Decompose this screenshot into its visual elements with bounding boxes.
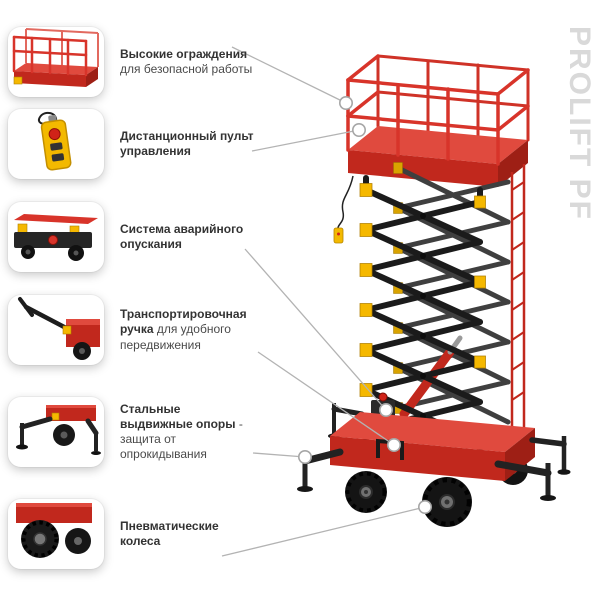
- feature-title: Транспортировочная ручка: [120, 307, 247, 337]
- feature-item-emergency-lowering: Система аварийного опускания: [8, 202, 270, 272]
- platform-deck: [348, 126, 528, 187]
- feature-desc: - защита от опрокидывания: [120, 416, 243, 462]
- rear-right-outrigger: [529, 436, 571, 475]
- right-wheel: [422, 477, 472, 527]
- feature-item-remote-control: Дистанционный пульт управления: [8, 109, 270, 179]
- scissor-center-pivots: [420, 213, 426, 419]
- platform-front-railings: [346, 54, 530, 166]
- feature-item-outriggers: Стальные выдвижные опоры - защита от опр…: [8, 397, 270, 467]
- remote-control-thumb: [8, 109, 104, 179]
- railings-thumb: [8, 27, 104, 97]
- feature-title: Стальные выдвижные опоры: [120, 401, 236, 431]
- feature-desc: для удобного передвижения: [120, 322, 231, 352]
- brand-watermark: PROLIFT PF: [563, 26, 596, 221]
- emergency-lowering-thumb: [8, 202, 104, 272]
- left-wheel: [345, 471, 387, 513]
- feature-title: Пневматические колеса: [120, 518, 219, 548]
- feature-item-transport-handle: Транспортировочная ручка для удобного пе…: [8, 295, 270, 365]
- ladder: [510, 164, 526, 436]
- outriggers-thumb: [8, 397, 104, 467]
- feature-item-wheels: Пневматические колеса: [8, 499, 270, 569]
- feature-title: Система аварийного опускания: [120, 221, 244, 251]
- wheels-thumb: [8, 499, 104, 569]
- feature-title: Высокие ограждения: [120, 46, 248, 61]
- feature-item-railings: Высокие ограждения для безопасной работы: [8, 27, 270, 97]
- pendant-cable: [333, 175, 354, 244]
- transport-handle-thumb: [8, 295, 104, 365]
- feature-title: Дистанционный пульт управления: [120, 128, 254, 158]
- feature-desc: для безопасной работы: [120, 62, 253, 76]
- front-right-outrigger: [494, 460, 556, 501]
